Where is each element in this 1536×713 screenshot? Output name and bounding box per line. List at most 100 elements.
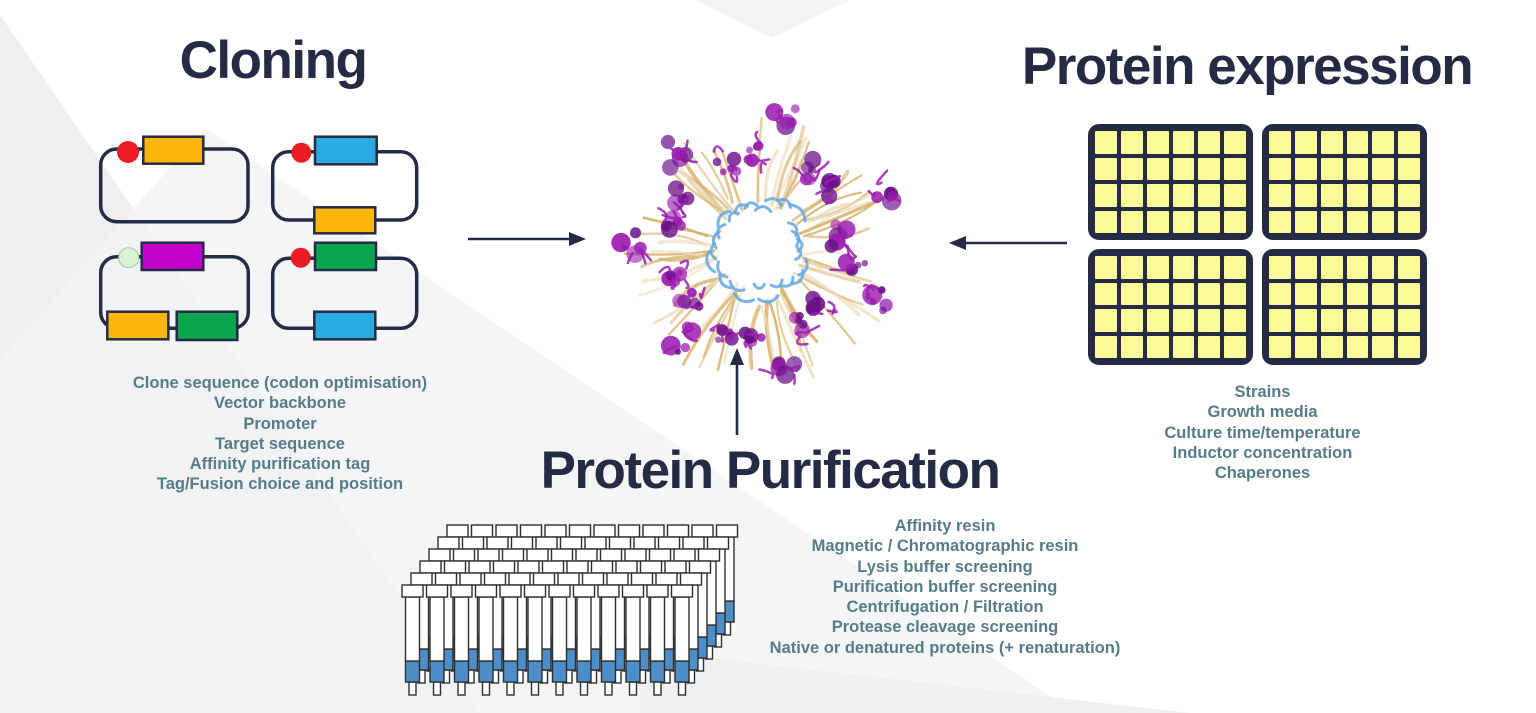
protein-ribbon <box>657 239 713 247</box>
spin-column-part <box>523 584 547 598</box>
spin-column-part <box>679 572 703 586</box>
plate-well <box>1372 157 1395 180</box>
protein-ribbon <box>639 250 647 265</box>
protein-ribbon <box>775 116 783 124</box>
gene-block-green <box>313 241 378 272</box>
protein-ribbon <box>861 259 869 267</box>
spin-column-part <box>550 548 574 562</box>
protein-ribbon <box>780 275 795 288</box>
microplate-icon <box>1088 124 1427 365</box>
protein-ribbon <box>790 104 800 114</box>
plate-well <box>1372 210 1395 233</box>
gene-block-orange <box>313 206 377 235</box>
plate-well <box>1346 309 1369 332</box>
protein-ribbon <box>658 265 672 274</box>
protein-ribbon <box>757 294 780 304</box>
protein-ribbon <box>716 223 727 240</box>
spin-column-part <box>478 660 494 683</box>
plasmid-map-icon <box>98 135 419 342</box>
spin-column-part <box>697 548 721 562</box>
plate-well <box>1095 184 1117 207</box>
protein-ribbon <box>743 154 753 165</box>
protein-ribbon <box>824 174 842 186</box>
spin-column-part <box>501 548 525 562</box>
expression-title: Protein expression <box>1021 37 1474 96</box>
list-item: Clone sequence (codon optimisation) <box>132 374 428 392</box>
spin-column-part <box>572 584 596 598</box>
spin-column-part <box>432 681 442 696</box>
spin-column-part <box>527 596 543 662</box>
protein-ribbon <box>797 278 856 345</box>
plate-well <box>1198 309 1221 332</box>
spin-column-part <box>628 681 638 696</box>
plate-well <box>1146 131 1169 154</box>
protein-ribbon <box>782 125 806 200</box>
cloning-title: Cloning <box>179 31 368 90</box>
plate-well <box>1095 335 1117 358</box>
list-item: Culture time/temperature <box>1164 423 1361 442</box>
protein-ribbon <box>854 261 862 269</box>
spin-column-part <box>670 584 694 598</box>
plate-well <box>1346 157 1369 180</box>
spin-column-part <box>502 596 519 662</box>
spin-column-part <box>664 560 687 574</box>
spin-column-part <box>657 536 681 550</box>
plate-well <box>1398 131 1420 154</box>
origin-dot-light-green <box>118 247 140 269</box>
arrow-right-icon <box>468 232 586 246</box>
spin-column-part <box>600 596 617 662</box>
protein-ribbon <box>639 247 653 262</box>
protein-ribbon <box>720 332 725 343</box>
spin-column-part <box>506 681 515 696</box>
list-item: Strains <box>1234 383 1291 401</box>
plate-well <box>1269 309 1291 332</box>
spin-column-part <box>408 681 417 696</box>
plate-well <box>1224 210 1246 233</box>
protein-ribbon <box>681 288 740 366</box>
plate-well <box>1198 256 1221 279</box>
spin-column-part <box>548 584 571 598</box>
spin-column-part <box>579 681 589 696</box>
protein-ribbon <box>790 268 805 286</box>
protein-ribbon <box>687 287 697 298</box>
plate-well <box>1095 210 1117 233</box>
protein-ribbon <box>811 202 850 223</box>
plate-well <box>1224 282 1246 305</box>
protein-ribbon <box>676 269 683 277</box>
protein-ribbon <box>878 286 886 294</box>
spin-column-part <box>483 572 507 586</box>
protein-ribbon <box>700 151 729 200</box>
list-item: Affinity resin <box>894 517 996 535</box>
plate-well <box>1346 335 1369 358</box>
plate-well <box>1372 184 1395 207</box>
spin-column-part <box>642 524 665 538</box>
protein-ribbon <box>759 161 767 174</box>
protein-ribbon <box>673 173 728 215</box>
gene-block-orange <box>106 310 170 341</box>
protein-ribbon <box>684 156 698 164</box>
spin-column-part <box>457 681 466 696</box>
spin-column-part <box>646 584 669 598</box>
list-item: Lysis buffer screening <box>857 557 1033 576</box>
plate-well <box>1269 184 1291 207</box>
spin-column-part <box>486 536 509 550</box>
protein-ribbon <box>683 279 690 290</box>
plate-well <box>1224 309 1246 332</box>
plate-well <box>1320 256 1343 279</box>
protein-ribbon <box>675 220 686 231</box>
spin-column-part <box>674 596 690 662</box>
spin-column-part <box>510 536 534 550</box>
gene-block-orange <box>142 135 205 165</box>
protein-ribbon <box>718 273 734 290</box>
plate-well <box>1372 335 1395 358</box>
plate-well <box>1198 210 1221 233</box>
spin-column-part <box>519 524 543 538</box>
protein-ribbon <box>684 327 695 334</box>
protein-ribbon <box>667 180 685 197</box>
protein-ribbon <box>660 134 676 150</box>
plate-well <box>1320 184 1343 207</box>
spin-column-part <box>674 660 690 683</box>
culture-plate <box>1088 249 1253 365</box>
list-item: Purification buffer screening <box>832 577 1058 596</box>
